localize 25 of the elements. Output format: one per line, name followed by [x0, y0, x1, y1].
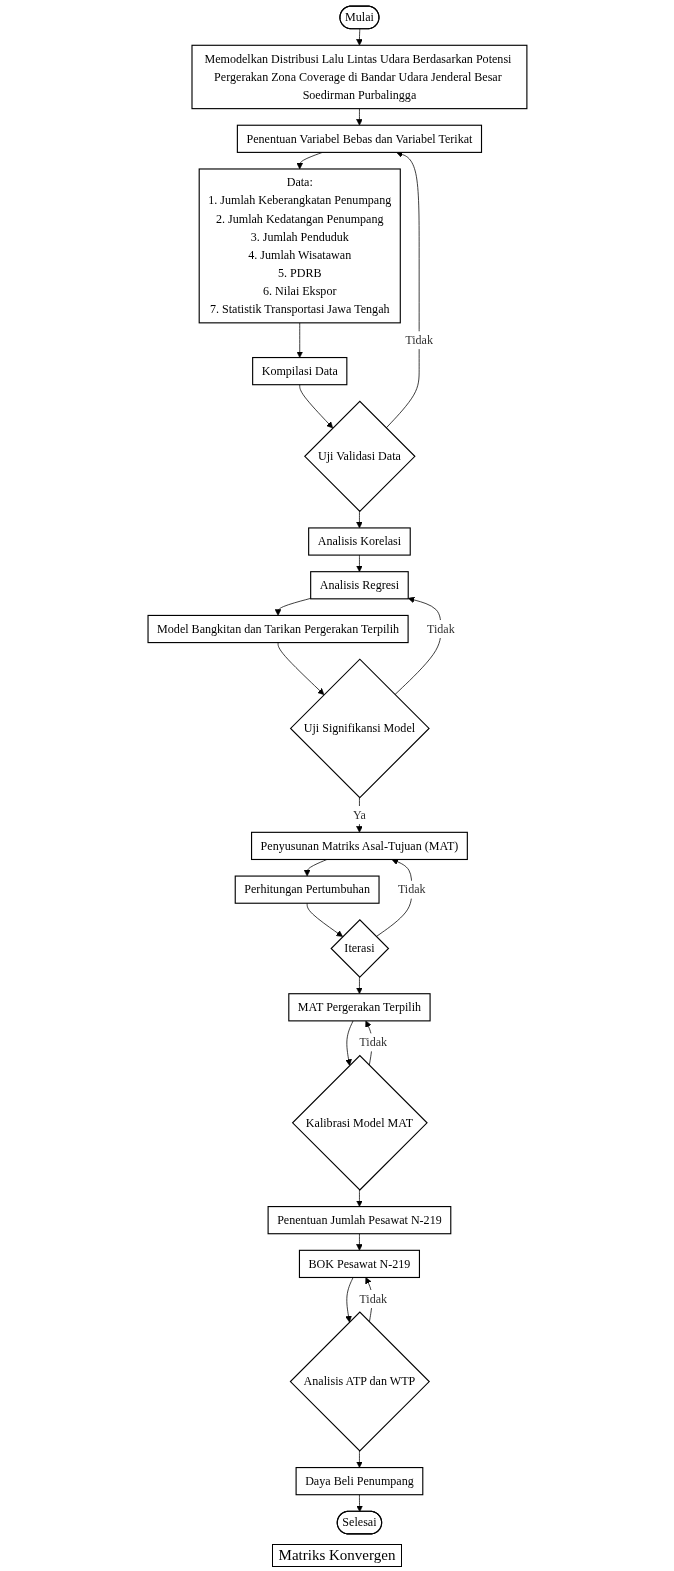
- note-label: Matriks Konvergen: [271, 1544, 403, 1567]
- edge-label: Ya: [352, 808, 366, 822]
- node-diamond: Uji Validasi Data: [303, 400, 416, 513]
- node-diamond: Analisis ATP dan WTP: [289, 1311, 430, 1452]
- node-box: Perhitungan Pertumbuhan: [234, 875, 380, 904]
- node-box: Analisis Regresi: [309, 571, 409, 600]
- node-box: BOK Pesawat N-219: [298, 1249, 420, 1279]
- node-box: MAT Pergerakan Terpilih: [287, 993, 431, 1022]
- edge-label: Tidak: [404, 333, 433, 347]
- node-box: Penentuan Jumlah Pesawat N-219: [267, 1206, 451, 1235]
- node-diamond: Kalibrasi Model MAT: [291, 1054, 428, 1191]
- edge-label: Tidak: [358, 1292, 387, 1306]
- edge-label: Tidak: [397, 882, 426, 896]
- node-box: Daya Beli Penumpang: [295, 1467, 423, 1496]
- node-box: Data: 1. Jumlah Keberangkatan Penumpang 2. Jumlah Kedatangan Penumpang 3. Jumlah Penduduk 4. Jumlah Wisatawan 5. PDRB 6. Nilai Ekspor 7. Statistik Transportasi Jawa Tengah: [198, 168, 401, 324]
- edge-label: Tidak: [426, 622, 455, 636]
- edge-label: Tidak: [358, 1035, 387, 1049]
- node-box: Penyusunan Matriks Asal-Tujuan (MAT): [250, 831, 468, 861]
- node-box: Memodelkan Distribusi Lalu Lintas Udara Berdasarkan Potensi Pergerakan Zona Coverage di Bandar Udara Jenderal Besar Soedirman Purbalingga: [190, 44, 527, 110]
- node-diamond: Iterasi: [329, 919, 389, 978]
- node-box: Penentuan Variabel Bebas dan Variabel Terikat: [236, 124, 482, 153]
- node-diamond: Uji Signifikansi Model: [289, 658, 430, 799]
- node-box: Kompilasi Data: [251, 357, 347, 386]
- node-box: Model Bangkitan dan Tarikan Pergerakan Terpilih: [147, 614, 409, 644]
- node-box: Analisis Korelasi: [307, 527, 411, 556]
